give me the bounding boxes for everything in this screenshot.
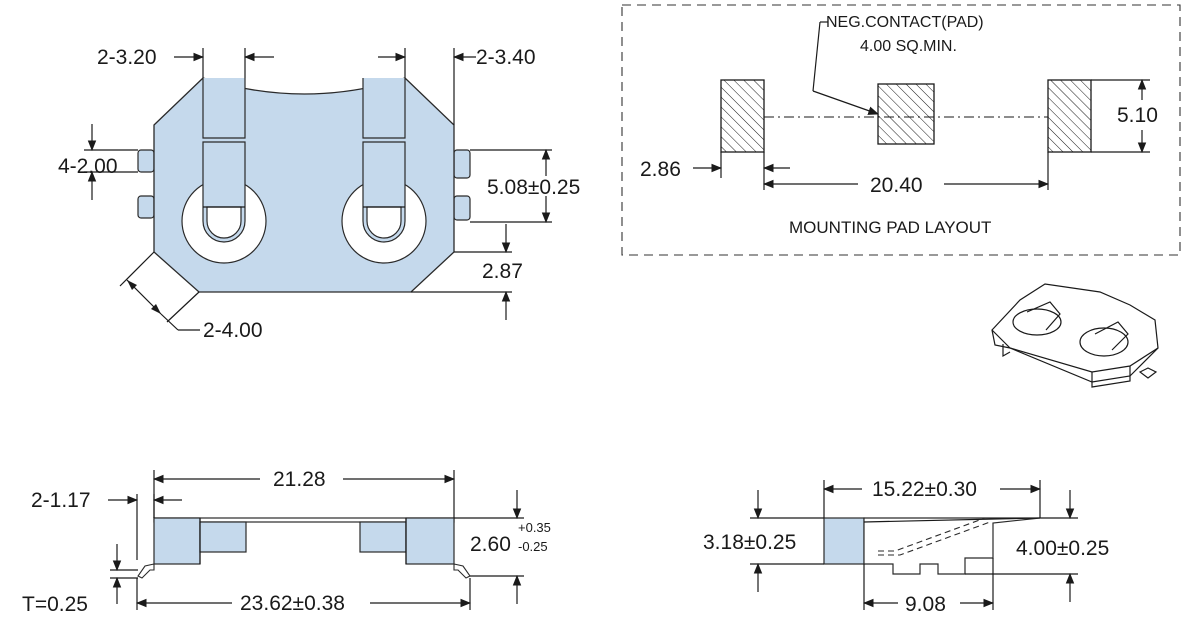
left-pad (720, 79, 765, 153)
right-tab-upper (453, 149, 471, 179)
dim-height-tol-plus: +0.35 (518, 520, 551, 535)
left-slot-hole (206, 206, 242, 239)
dim-foot-span: 9.08 (905, 593, 946, 616)
dim-height: 2.60 (470, 533, 511, 556)
dim-slot-width-left: 2-3.20 (97, 46, 157, 69)
dim-overall-height: 4.00±0.25 (1016, 537, 1109, 560)
dim-pad-height: 5.10 (1117, 104, 1158, 127)
pad-layout-frame (621, 4, 1181, 256)
holder-body (153, 77, 455, 293)
neg-contact-size: 4.00 SQ.MIN. (860, 38, 957, 55)
dim-pad-spacing: 20.40 (870, 174, 923, 197)
top-view: 2-3.20 2-3.40 4-2.00 5.08±0.25 2.87 2-4. (58, 46, 580, 342)
right-pad (1047, 79, 1092, 153)
dim-body-height: 3.18±0.25 (703, 531, 796, 554)
dim-tab-width: 2-1.17 (31, 489, 91, 512)
dim-tab-height: 4-2.00 (58, 155, 118, 178)
dim-overall-length: 23.62±0.38 (240, 592, 345, 615)
left-tab-upper (137, 149, 155, 173)
right-slot-hole (366, 206, 402, 239)
dim-tab-offset: 2.87 (482, 260, 523, 283)
center-pad (877, 83, 935, 145)
isometric-view (991, 283, 1159, 388)
left-tab-lower (137, 195, 155, 219)
right-wall (405, 517, 455, 565)
dim-body-length: 21.28 (273, 468, 326, 491)
left-inner-block (199, 521, 247, 553)
pad-layout: NEG.CONTACT(PAD) 4.00 SQ.MIN. 5.10 2.86 … (621, 4, 1181, 256)
dim-pad-width: 2.86 (640, 158, 681, 181)
right-inner-block (359, 521, 407, 553)
left-wall (153, 517, 201, 565)
end-front-block (823, 517, 865, 565)
right-foot (453, 563, 471, 579)
pad-layout-title: MOUNTING PAD LAYOUT (789, 218, 991, 237)
right-contact-spring (362, 78, 406, 139)
dim-end-width: 15.22±0.30 (872, 478, 977, 501)
left-foot (137, 563, 155, 579)
neg-contact-label: NEG.CONTACT(PAD) (826, 14, 984, 31)
dim-corner-chamfer: 2-4.00 (203, 319, 263, 342)
dim-height-tol-minus: -0.25 (518, 539, 548, 554)
side-view: 21.28 2-1.17 2.60 +0.35 -0.25 T=0.25 23.… (22, 468, 551, 616)
dim-slot-width-right: 2-3.40 (476, 46, 536, 69)
end-body (863, 517, 1041, 575)
dim-tab-pitch: 5.08±0.25 (487, 176, 580, 199)
right-tab-lower (453, 195, 471, 221)
end-view: 15.22±0.30 3.18±0.25 4.00±0.25 9.08 (703, 478, 1109, 616)
dim-thickness: T=0.25 (22, 593, 88, 616)
left-contact-spring (202, 78, 246, 139)
